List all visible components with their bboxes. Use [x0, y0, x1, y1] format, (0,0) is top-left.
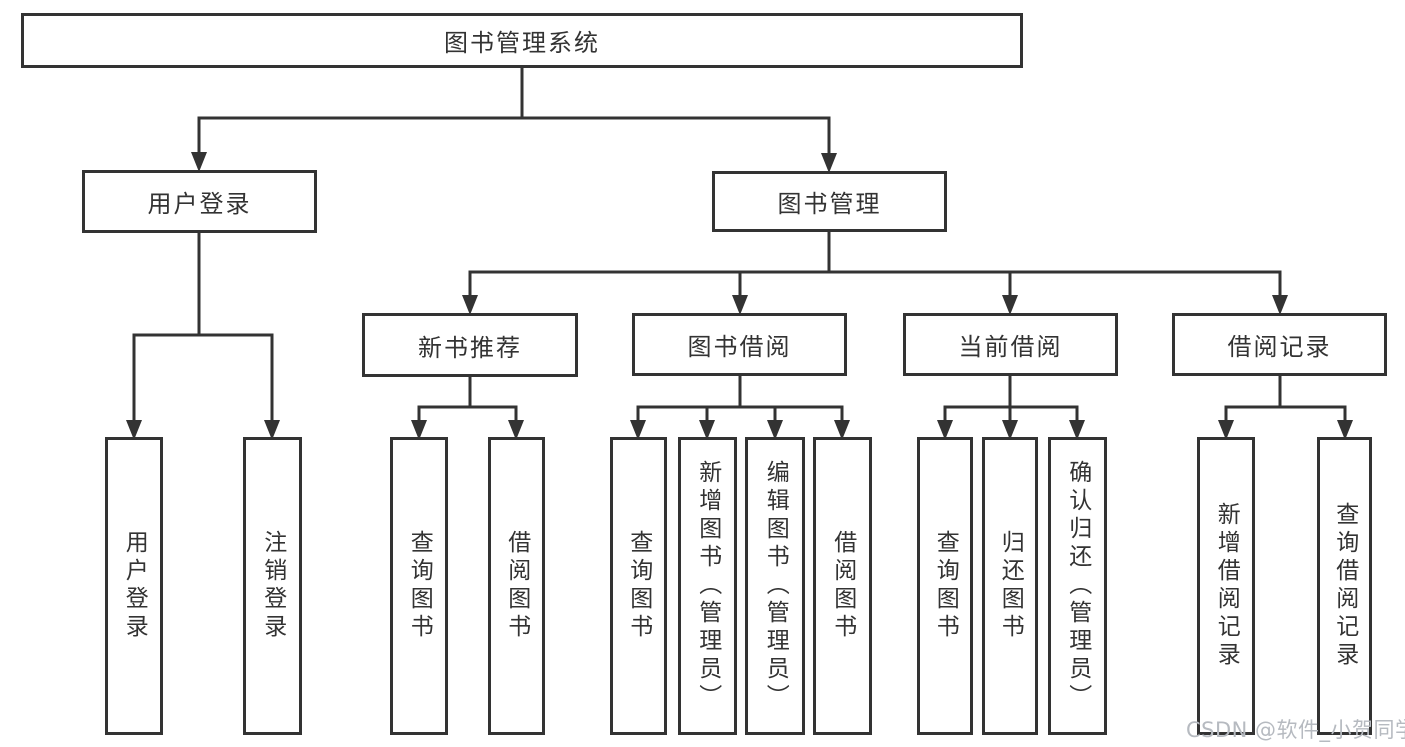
node-label: 新书推荐	[418, 333, 522, 362]
leaf-edit-book-admin: 编辑图书（管理员）	[745, 437, 805, 735]
node-label: 用户登录	[121, 530, 148, 642]
node-label: 借阅图书	[829, 530, 856, 642]
leaf-add-borrow-record: 新增借阅记录	[1197, 437, 1255, 735]
leaf-query-borrow-record: 查询借阅记录	[1317, 437, 1372, 735]
leaf-logout: 注销登录	[243, 437, 302, 735]
node-label: 新增图书（管理员）	[694, 460, 721, 712]
leaf-borrow-books: 借阅图书	[813, 437, 872, 735]
node-label: 新增借阅记录	[1213, 502, 1240, 670]
node-current-borrow: 当前借阅	[903, 313, 1118, 376]
node-label: 图书管理系统	[444, 29, 600, 57]
node-label: 查询借阅记录	[1331, 502, 1358, 670]
node-user-login: 用户登录	[82, 170, 317, 233]
leaf-confirm-return-admin: 确认归还（管理员）	[1048, 437, 1107, 735]
node-label: 当前借阅	[958, 333, 1063, 361]
node-book-management: 图书管理	[712, 171, 947, 232]
node-label: 注销登录	[259, 530, 286, 642]
node-label: 查询图书	[406, 530, 433, 642]
node-label: 编辑图书（管理员）	[762, 460, 789, 712]
csdn-watermark: CSDN @软件_小贺同学	[1186, 718, 1405, 742]
node-new-book-recommend: 新书推荐	[362, 313, 578, 377]
leaf-return-book: 归还图书	[982, 437, 1038, 735]
leaf-query-books-recommend: 查询图书	[390, 437, 448, 735]
leaf-query-books-borrow: 查询图书	[610, 437, 667, 735]
node-label: 用户登录	[147, 190, 252, 218]
node-label: 图书管理	[777, 190, 882, 218]
node-label: 归还图书	[997, 530, 1024, 642]
leaf-borrow-books-recommend: 借阅图书	[488, 437, 545, 735]
node-label: 图书借阅	[687, 333, 792, 361]
node-borrow-records: 借阅记录	[1172, 313, 1387, 376]
node-label: 借阅图书	[503, 530, 530, 642]
node-label: 查询图书	[625, 530, 652, 642]
node-label: 确认归还（管理员）	[1064, 460, 1091, 712]
node-label: 查询图书	[932, 530, 959, 642]
node-label: 借阅记录	[1227, 333, 1332, 361]
leaf-query-books-current: 查询图书	[917, 437, 973, 735]
node-library-system: 图书管理系统	[21, 13, 1023, 68]
node-book-borrow: 图书借阅	[632, 313, 847, 376]
leaf-add-book-admin: 新增图书（管理员）	[678, 437, 737, 735]
leaf-user-login: 用户登录	[105, 437, 163, 735]
